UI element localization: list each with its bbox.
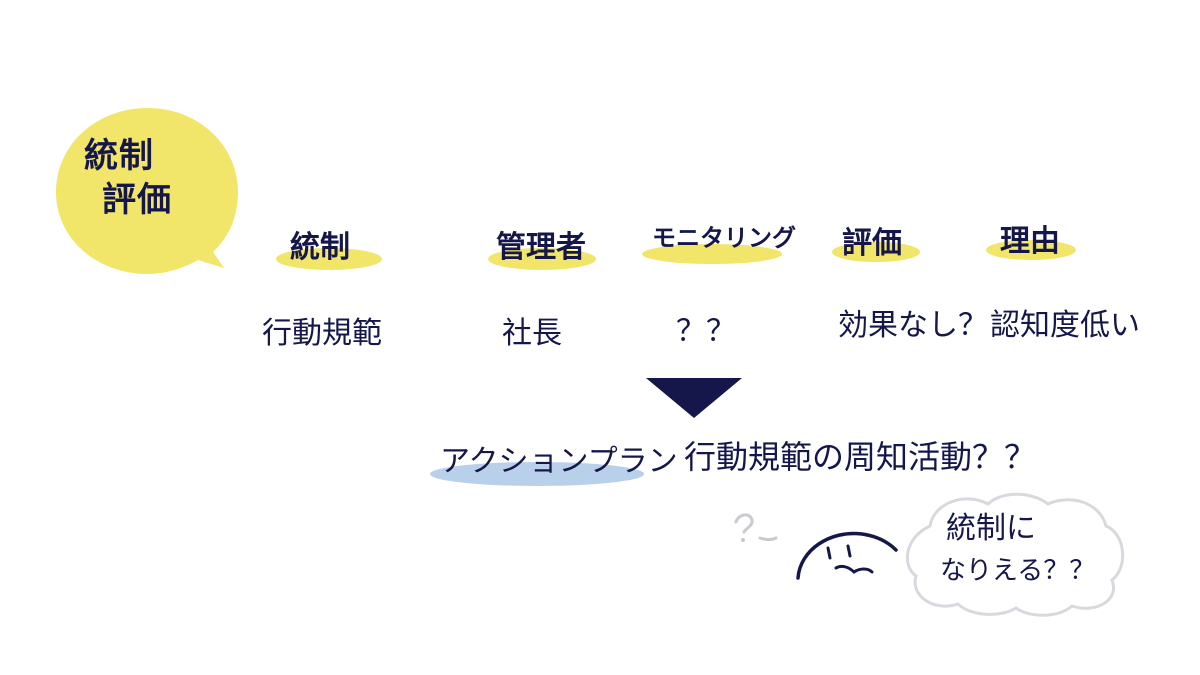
speech-bubble — [56, 108, 238, 274]
header-highlight-3 — [642, 244, 782, 264]
action-plan-label: アクションプラン — [440, 444, 678, 479]
bubble-title-line1: 統制 — [84, 136, 154, 176]
header-highlight-5 — [986, 240, 1076, 260]
action-label-highlight — [430, 462, 644, 486]
column-header-evaluation: 評価 — [842, 226, 902, 261]
column-header-reason: 理由 — [1000, 224, 1060, 259]
down-arrow-icon — [646, 378, 742, 418]
column-value-evaluation: 効果なし？ — [838, 308, 988, 343]
column-header-control: 統制 — [290, 230, 350, 265]
action-plan-text: 行動規範の周知活動？？ — [684, 438, 1037, 476]
header-highlight-2 — [488, 248, 596, 270]
bubble-title-line2: 評価 — [102, 180, 172, 220]
column-value-reason: 認知度低い — [990, 308, 1140, 343]
header-highlight-1 — [276, 248, 382, 270]
header-highlight-4 — [832, 242, 920, 262]
bubble-title: 統制 評価 — [84, 134, 214, 222]
column-header-monitoring: モニタリング — [652, 224, 796, 252]
thought-line1: 統制に — [946, 511, 1036, 546]
column-value-control: 行動規範 — [262, 316, 382, 351]
question-mark-icon — [734, 513, 778, 542]
worried-face-icon — [796, 531, 898, 580]
column-header-manager: 管理者 — [496, 230, 586, 265]
thought-line2: なりえる？？ — [940, 556, 1096, 586]
thought-text: 統制に なりえる？？ — [940, 508, 1095, 592]
column-value-manager: 社長 — [502, 316, 562, 351]
column-value-monitoring: ？？ — [676, 314, 736, 349]
thought-cloud — [906, 492, 1125, 617]
